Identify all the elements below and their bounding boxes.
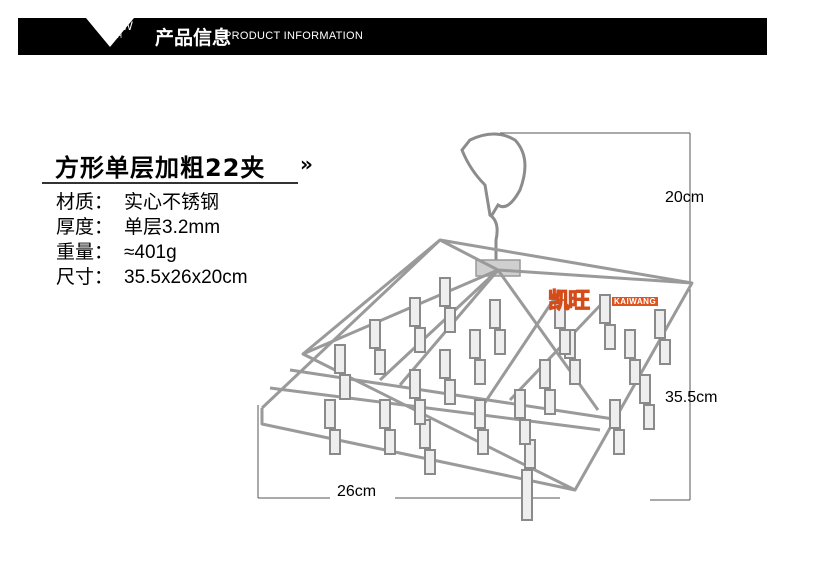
title-underline	[42, 182, 298, 184]
dimension-height-label: 20cm	[665, 189, 705, 206]
spec-label: 厚度：	[56, 216, 114, 238]
peg	[409, 369, 426, 425]
peg	[539, 359, 556, 415]
spec-row-material: 材质： 实心不锈钢	[56, 190, 248, 215]
dimension-length-label: 35.5cm	[665, 389, 718, 406]
header-notch-shape	[86, 18, 134, 47]
brand-logo-en: KAIWANG	[612, 297, 659, 306]
peg	[439, 349, 456, 405]
brand-logo-cn: 凯旺	[547, 289, 590, 315]
spec-row-weight: 重量： ≈401g	[56, 240, 248, 265]
peg	[489, 299, 506, 355]
dimension-width-label: 26cm	[337, 483, 377, 500]
section-header-bar: SHOW WITH 产品信息 PRODUCT INFORMATION	[18, 18, 767, 55]
spec-value: 单层3.2mm	[124, 217, 221, 238]
peg	[654, 309, 671, 365]
peg	[334, 344, 351, 400]
show-label: SHOW	[94, 19, 134, 33]
dimension-guides	[257, 132, 691, 501]
section-title-cn: 产品信息	[155, 27, 232, 49]
spec-row-thickness: 厚度： 单层3.2mm	[56, 215, 248, 240]
peg	[474, 399, 489, 455]
peg	[324, 399, 341, 455]
with-label: WITH	[104, 33, 122, 40]
peg	[609, 399, 625, 455]
peg	[514, 389, 531, 445]
product-title: 方形单层加粗22夹	[55, 154, 266, 182]
spec-list: 材质： 实心不锈钢 厚度： 单层3.2mm 重量： ≈401g 尺寸： 35.5x26x…	[56, 190, 248, 290]
spec-label: 尺寸：	[56, 266, 114, 288]
peg	[624, 329, 641, 385]
spec-value: 35.5x26x20cm	[124, 267, 248, 288]
peg	[409, 297, 426, 353]
spec-label: 材质：	[56, 191, 114, 213]
peg	[599, 294, 616, 350]
spec-row-size: 尺寸： 35.5x26x20cm	[56, 265, 248, 290]
show-with-badge: SHOW WITH	[79, 18, 137, 55]
brand-logo: 凯旺 KAIWANG	[547, 283, 659, 315]
spec-value: 实心不锈钢	[124, 192, 220, 213]
peg	[419, 419, 436, 475]
peg	[439, 277, 456, 333]
section-title-en: PRODUCT INFORMATION	[224, 30, 364, 42]
peg	[369, 319, 386, 375]
peg	[469, 329, 486, 385]
peg	[379, 399, 396, 455]
title-arrow-marker: »	[300, 152, 313, 176]
peg	[554, 299, 571, 355]
peg	[639, 374, 655, 430]
spec-value: ≈401g	[124, 242, 177, 263]
clothes-pegs	[324, 277, 671, 521]
spec-label: 重量：	[56, 241, 114, 263]
